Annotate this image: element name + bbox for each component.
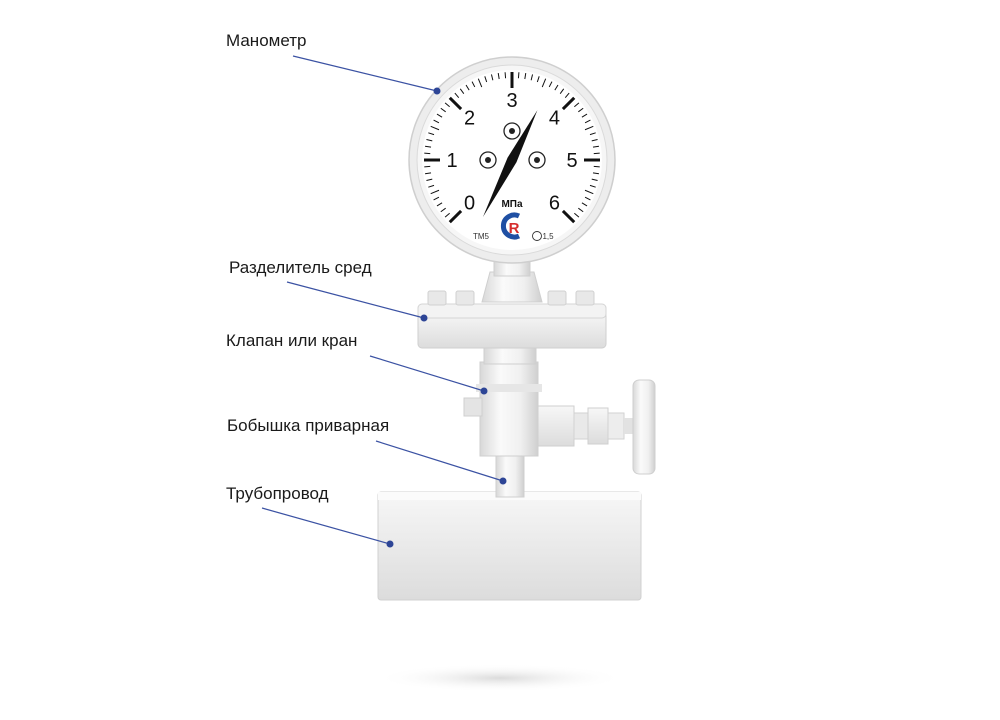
pipeline — [378, 492, 641, 600]
gauge-model: ТМ5 — [473, 232, 490, 241]
scale-label: 0 — [464, 192, 475, 214]
leader-line-pipeline — [262, 508, 390, 544]
callout-pipeline: Трубопровод — [226, 484, 329, 504]
scale-label: 3 — [506, 90, 517, 112]
floor-shadow — [375, 664, 625, 692]
gauge-accuracy-class: 1,5 — [542, 232, 554, 241]
scale-label: 1 — [446, 150, 457, 172]
diaphragm-separator — [418, 272, 606, 348]
weld-boss — [496, 452, 524, 497]
leader-dot-manometer — [434, 88, 441, 95]
scale-label: 4 — [549, 108, 560, 130]
callout-separator: Разделитель сред — [229, 258, 372, 278]
valve — [464, 362, 655, 474]
leader-line-manometer — [293, 56, 437, 91]
scale-label: 6 — [549, 192, 560, 214]
leader-line-valve — [370, 356, 484, 391]
manometer: 012 3 456 МПа R ТМ5 1,5 — [409, 57, 615, 263]
leader-dot-valve — [481, 388, 488, 395]
scale-label: 5 — [566, 150, 577, 172]
leader-dot-pipeline — [387, 541, 394, 548]
scale-label: 2 — [464, 108, 475, 130]
leader-line-separator — [287, 282, 424, 318]
svg-text:R: R — [509, 220, 520, 237]
callout-valve: Клапан или кран — [226, 331, 357, 351]
callout-manometer: Манометр — [226, 31, 306, 51]
gauge-unit: МПа — [501, 199, 523, 210]
callout-boss: Бобышка приварная — [227, 416, 389, 436]
leader-dot-boss — [500, 478, 507, 485]
leader-dot-separator — [421, 315, 428, 322]
